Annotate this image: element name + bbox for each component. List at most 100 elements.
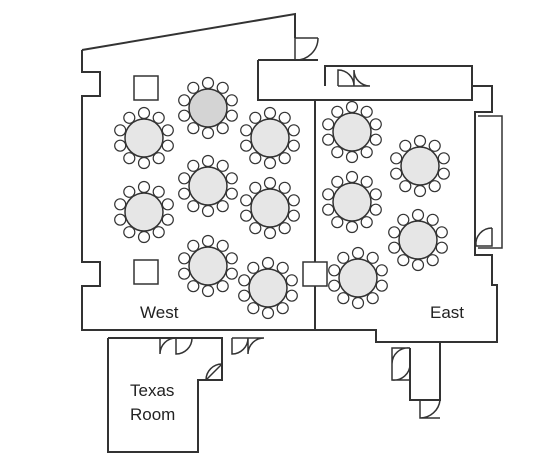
- chair: [278, 111, 291, 124]
- chair: [225, 172, 238, 185]
- chair: [351, 296, 365, 310]
- chair: [178, 252, 191, 265]
- chair: [216, 200, 229, 213]
- chair: [137, 156, 151, 170]
- round-table: [240, 106, 300, 170]
- chair: [178, 94, 191, 107]
- chair: [187, 200, 200, 213]
- chair: [161, 139, 174, 152]
- chair: [369, 133, 382, 146]
- chair: [152, 152, 165, 165]
- chair: [322, 118, 335, 131]
- round-table: [178, 234, 238, 298]
- chair: [152, 226, 165, 239]
- round-table: [178, 76, 238, 140]
- chair: [187, 239, 200, 252]
- round-table: [322, 170, 382, 234]
- round-table: [388, 208, 448, 272]
- chair: [411, 208, 425, 222]
- chair: [397, 213, 410, 226]
- chair: [114, 213, 127, 226]
- chair: [137, 230, 151, 244]
- table-top: [250, 188, 290, 228]
- chair: [375, 279, 388, 292]
- chair: [187, 280, 200, 293]
- chair: [247, 261, 260, 274]
- table-top: [332, 182, 372, 222]
- chair: [375, 264, 388, 277]
- chair: [249, 111, 262, 124]
- chair: [238, 289, 251, 302]
- chair: [240, 124, 253, 137]
- east-room-label: East: [430, 303, 464, 322]
- chair: [369, 118, 382, 131]
- chair: [201, 234, 215, 248]
- table-top: [248, 268, 288, 308]
- chair: [399, 139, 412, 152]
- chair: [123, 226, 136, 239]
- chair: [114, 198, 127, 211]
- table-top: [188, 246, 228, 286]
- chair: [187, 159, 200, 172]
- chair: [178, 187, 191, 200]
- chair: [437, 167, 450, 180]
- chair: [201, 126, 215, 140]
- chair: [428, 180, 441, 193]
- chair: [263, 226, 277, 240]
- round-table: [322, 100, 382, 164]
- chair: [435, 241, 448, 254]
- chair: [426, 254, 439, 267]
- chair: [225, 267, 238, 280]
- texas-room-label-line2: Room: [130, 405, 175, 424]
- chair: [322, 203, 335, 216]
- chair: [369, 203, 382, 216]
- chair: [345, 150, 359, 164]
- chair: [263, 156, 277, 170]
- chair: [366, 251, 379, 264]
- chair: [360, 216, 373, 229]
- round-table: [178, 154, 238, 218]
- chair: [225, 94, 238, 107]
- chair: [187, 81, 200, 94]
- chair: [178, 172, 191, 185]
- texas-room-walls: [107, 337, 223, 453]
- pillar-west-top: [133, 75, 159, 101]
- table-top: [250, 118, 290, 158]
- texas-room-label-line1: Texas: [130, 381, 174, 400]
- chair: [216, 122, 229, 135]
- east-room-walls: [314, 85, 503, 401]
- chair: [247, 302, 260, 315]
- chair: [390, 167, 403, 180]
- chair: [249, 152, 262, 165]
- chair: [123, 152, 136, 165]
- chair: [337, 251, 350, 264]
- chair: [331, 146, 344, 159]
- chair: [114, 124, 127, 137]
- chair: [278, 222, 291, 235]
- chair: [366, 292, 379, 305]
- chair: [178, 267, 191, 280]
- round-table: [240, 176, 300, 240]
- west-room-walls: [81, 12, 473, 331]
- chair: [201, 204, 215, 218]
- chair: [337, 292, 350, 305]
- table-top: [188, 88, 228, 128]
- chair: [345, 100, 359, 114]
- table-top: [124, 192, 164, 232]
- round-table: [390, 134, 450, 198]
- chair: [345, 170, 359, 184]
- chair: [287, 209, 300, 222]
- round-table: [328, 246, 388, 310]
- chair: [114, 139, 127, 152]
- chair: [137, 180, 151, 194]
- chair: [397, 254, 410, 267]
- chair: [123, 111, 136, 124]
- chair: [428, 139, 441, 152]
- chair: [285, 289, 298, 302]
- chair: [399, 180, 412, 193]
- chair: [240, 139, 253, 152]
- chair: [240, 209, 253, 222]
- chair: [360, 175, 373, 188]
- chair: [178, 109, 191, 122]
- chair: [360, 105, 373, 118]
